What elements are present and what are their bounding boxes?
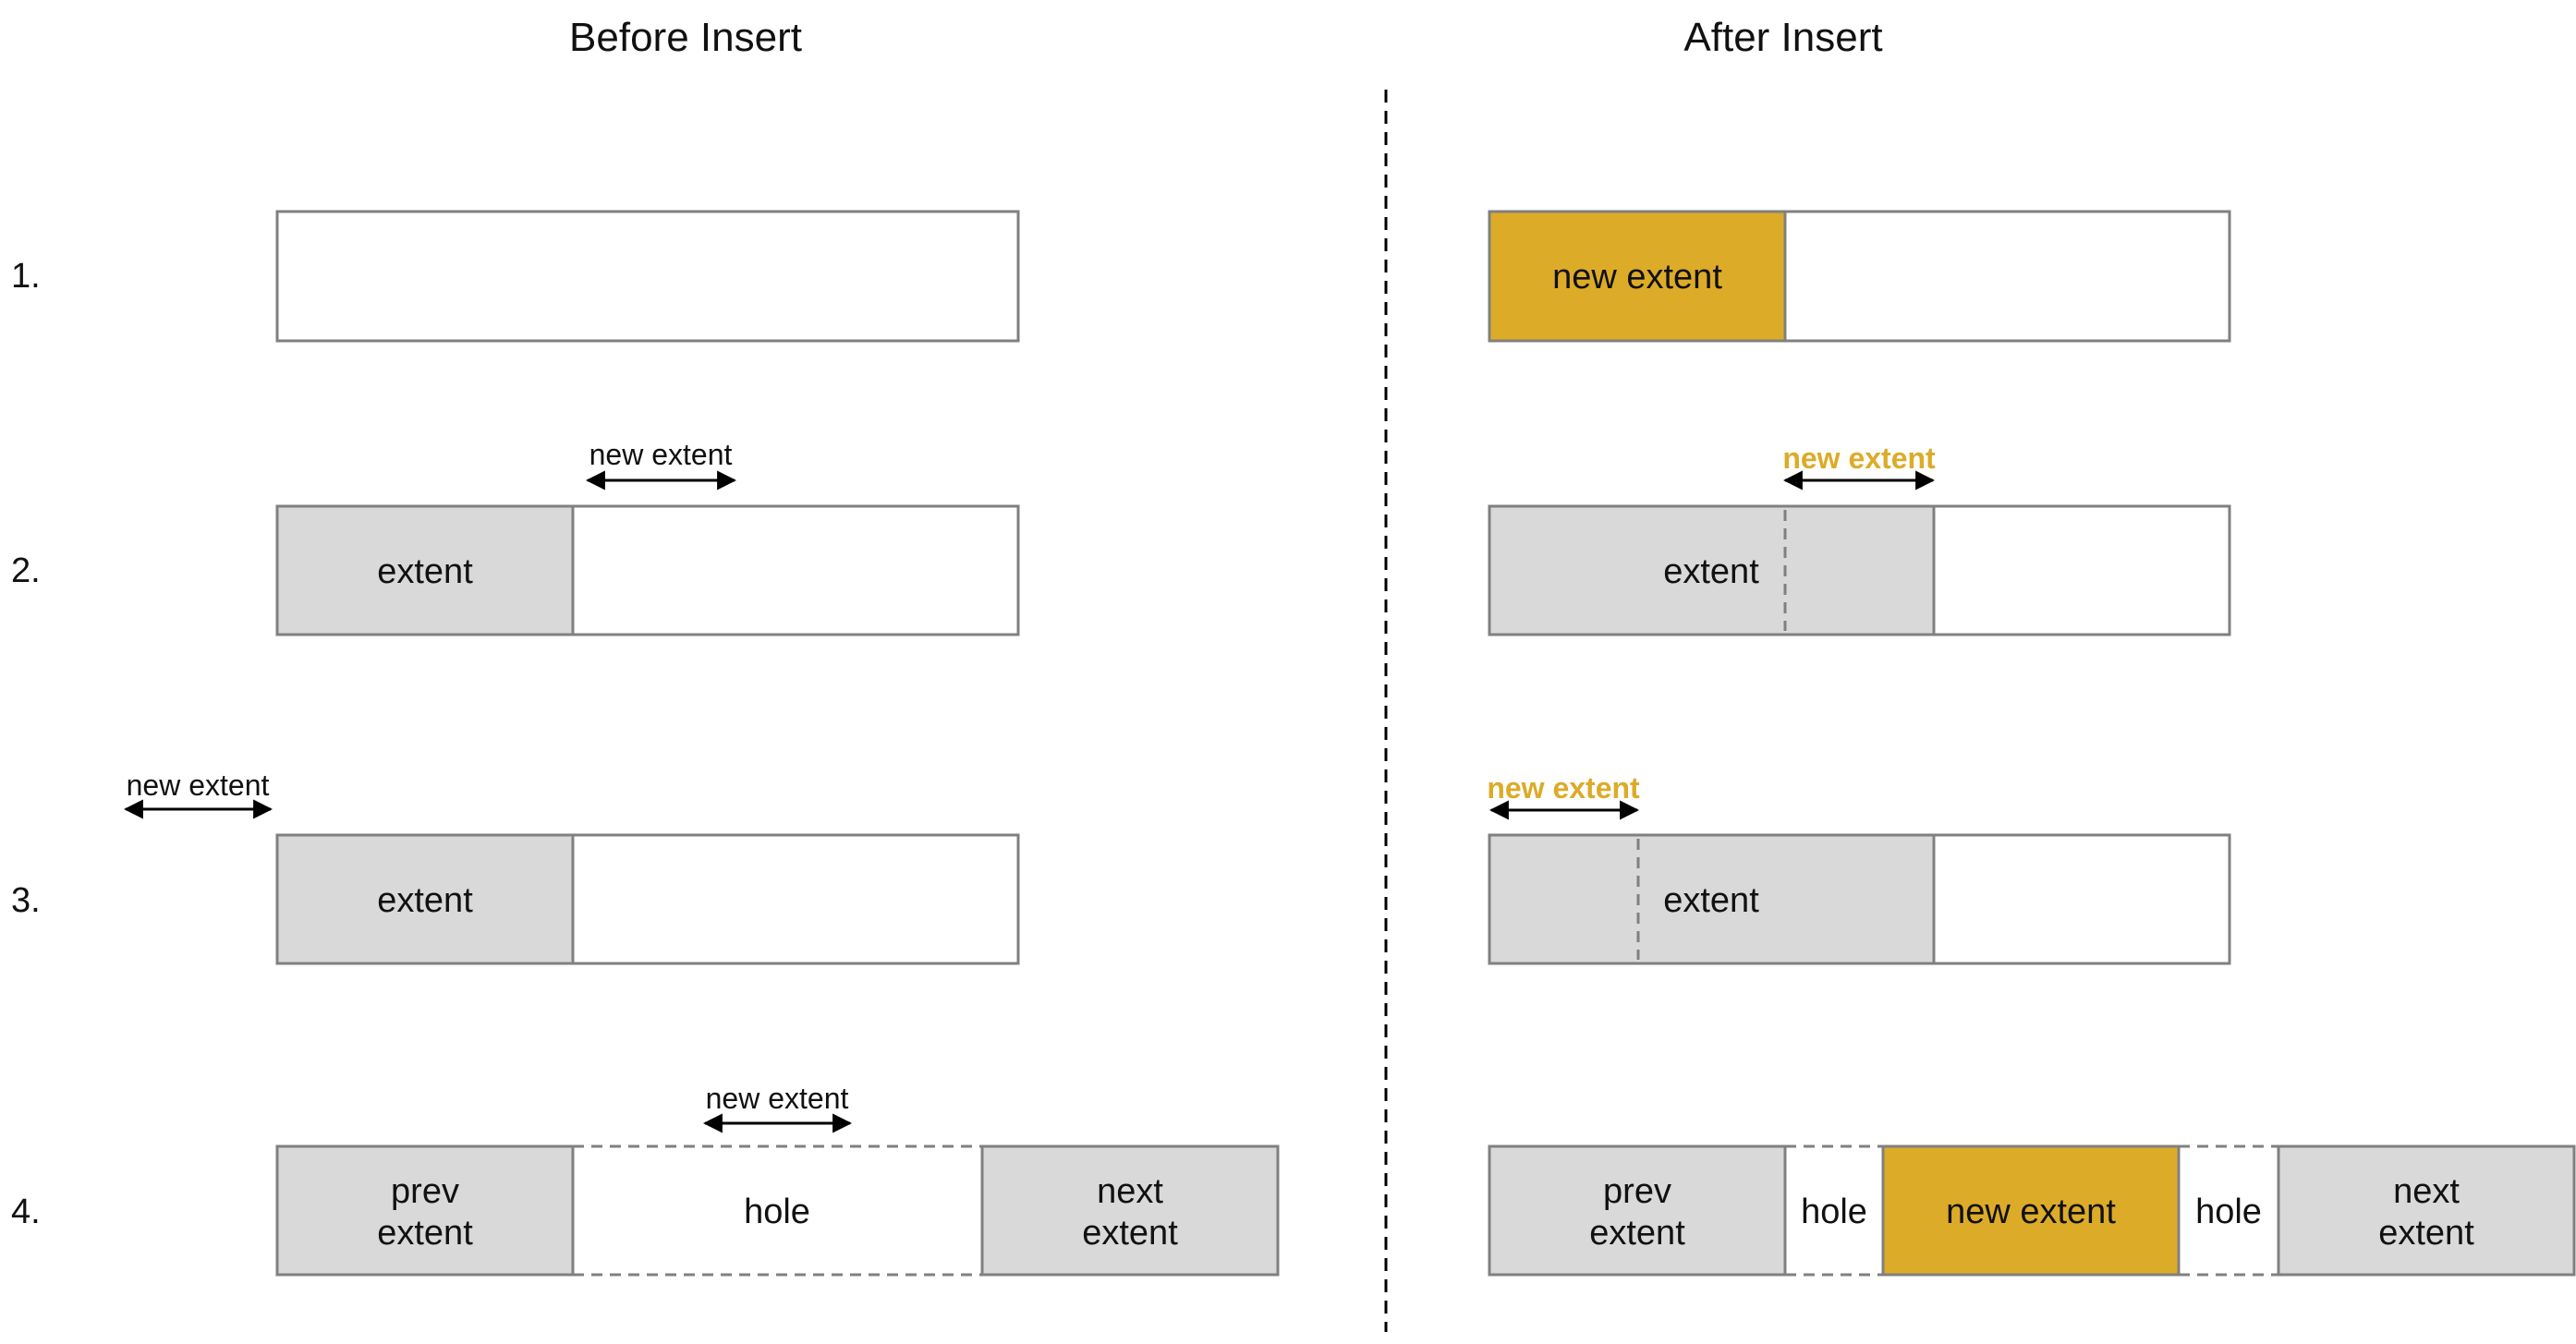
row3-after-extent-box: [1488, 833, 1936, 965]
row4-after-new-extent-label: new extent: [1946, 1193, 2116, 1231]
row4-before-prev-label: prev: [391, 1172, 459, 1211]
row4-after-prev-extent-label: extent: [1589, 1214, 1685, 1253]
row2-before-extent-label: extent: [377, 552, 473, 591]
after-insert-title: After Insert: [1683, 15, 1882, 60]
row4-before-next-label: next: [1097, 1172, 1163, 1211]
row3-after-extent-label: extent: [1663, 881, 1759, 920]
row4-before-new-extent-label: new extent: [706, 1082, 849, 1115]
row2-before-empty-box: [571, 504, 1020, 636]
row2-before-new-extent-label: new extent: [589, 438, 733, 471]
row-number-1: 1.: [11, 257, 41, 296]
row4-after-prev-extent-box: [1488, 1144, 1787, 1277]
row4-after-next-label: next: [2393, 1172, 2460, 1211]
row4-after-new-extent-box: [1881, 1144, 2181, 1277]
row4-after-hole1-label: hole: [1801, 1193, 1867, 1231]
row4-before-prev-extent-box: [275, 1144, 575, 1277]
row3-after-empty-box: [1932, 833, 2231, 965]
row3-after-new-extent-label: new extent: [1487, 771, 1640, 805]
before-insert-title: Before Insert: [569, 15, 802, 60]
row4-after-next-extent-label: extent: [2378, 1214, 2474, 1253]
row1-after-empty-box: [1783, 210, 2231, 343]
row4-before-next-extent-box: [980, 1144, 1280, 1277]
row2-after-extent-label: extent: [1663, 552, 1759, 591]
row1-after-new-extent-label: new extent: [1552, 258, 1722, 297]
row2-before-extent-box: [275, 504, 575, 636]
row4-after-next-extent-box: [2277, 1144, 2576, 1277]
row2-after-extent-box: [1488, 504, 1936, 636]
row3-before-extent-box: [275, 833, 575, 965]
row4-before-hole-label: hole: [744, 1193, 810, 1231]
row-number-3: 3.: [11, 881, 41, 920]
row2-after-empty-box: [1932, 504, 2231, 636]
row4-after-prev-label: prev: [1603, 1172, 1671, 1211]
row2-after-new-extent-label: new extent: [1782, 442, 1936, 475]
row-number-2: 2.: [11, 551, 41, 590]
row3-before-empty-box: [571, 833, 1020, 965]
row1-after-new-extent-box: [1488, 210, 1787, 343]
row1-before-empty-box: [275, 210, 1020, 343]
row3-before-extent-label: extent: [377, 881, 473, 920]
row3-before-new-extent-label: new extent: [127, 769, 270, 802]
row4-before-prev-extent-label: extent: [377, 1214, 473, 1253]
row4-before-next-extent-label: extent: [1082, 1214, 1178, 1253]
row-number-4: 4.: [11, 1193, 41, 1231]
row4-after-hole2-label: hole: [2195, 1193, 2262, 1231]
